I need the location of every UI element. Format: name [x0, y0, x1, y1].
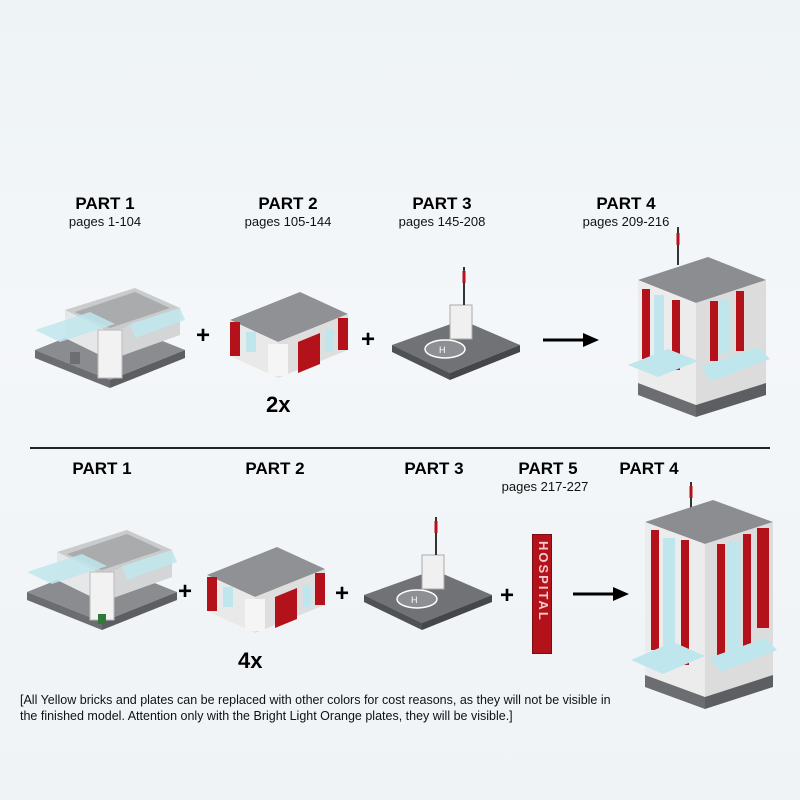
row1-part1-model: [35, 288, 185, 388]
svg-text:H: H: [411, 595, 418, 605]
row2-part2-title: PART 2: [245, 459, 305, 478]
row1-part4-model: [628, 227, 770, 417]
row2-part5-title: PART 5: [518, 459, 578, 478]
row1-part2-title: PART 2: [258, 194, 318, 213]
section-divider: [30, 447, 770, 449]
row1-part1-pages: pages 1-104: [68, 214, 142, 229]
row1-part3-pages: pages 145-208: [398, 214, 486, 229]
row2-plus-3: +: [499, 582, 514, 609]
hospital-sign-model: HOSPITAL: [532, 534, 552, 654]
row2-multiplier: 4x: [238, 648, 263, 673]
row1-part2-pages: pages 105-144: [244, 214, 332, 229]
row2-arrow: [573, 587, 629, 601]
row2-part1-title: PART 1: [72, 459, 132, 478]
row2-plus-1: +: [177, 578, 192, 605]
row2-part1-model: [27, 530, 177, 630]
row2-part5-pages: pages 217-227: [501, 479, 589, 494]
row1-arrow: [543, 333, 599, 347]
row1-plus-1: +: [195, 322, 210, 349]
row2-part2-model: [207, 547, 325, 633]
hospital-sign-text: HOSPITAL: [536, 541, 551, 622]
row2-plus-2: +: [334, 580, 349, 607]
row1-part2-model: [230, 292, 348, 378]
row2-part3-model: H: [364, 517, 492, 630]
footnote: [All Yellow bricks and plates can be rep…: [20, 693, 611, 723]
row1-part4-title: PART 4: [596, 194, 656, 213]
row2-part3-title: PART 3: [404, 459, 464, 478]
row2-part4-model: [631, 482, 777, 709]
row1-multiplier: 2x: [266, 392, 291, 417]
row2-part4-title: PART 4: [619, 459, 679, 478]
row1-part1-title: PART 1: [75, 194, 135, 213]
row1-plus-2: +: [360, 326, 375, 353]
row1-part3-title: PART 3: [412, 194, 472, 213]
row1-part3-model: H: [392, 267, 520, 380]
row1-part4-pages: pages 209-216: [582, 214, 670, 229]
svg-text:H: H: [439, 345, 446, 355]
